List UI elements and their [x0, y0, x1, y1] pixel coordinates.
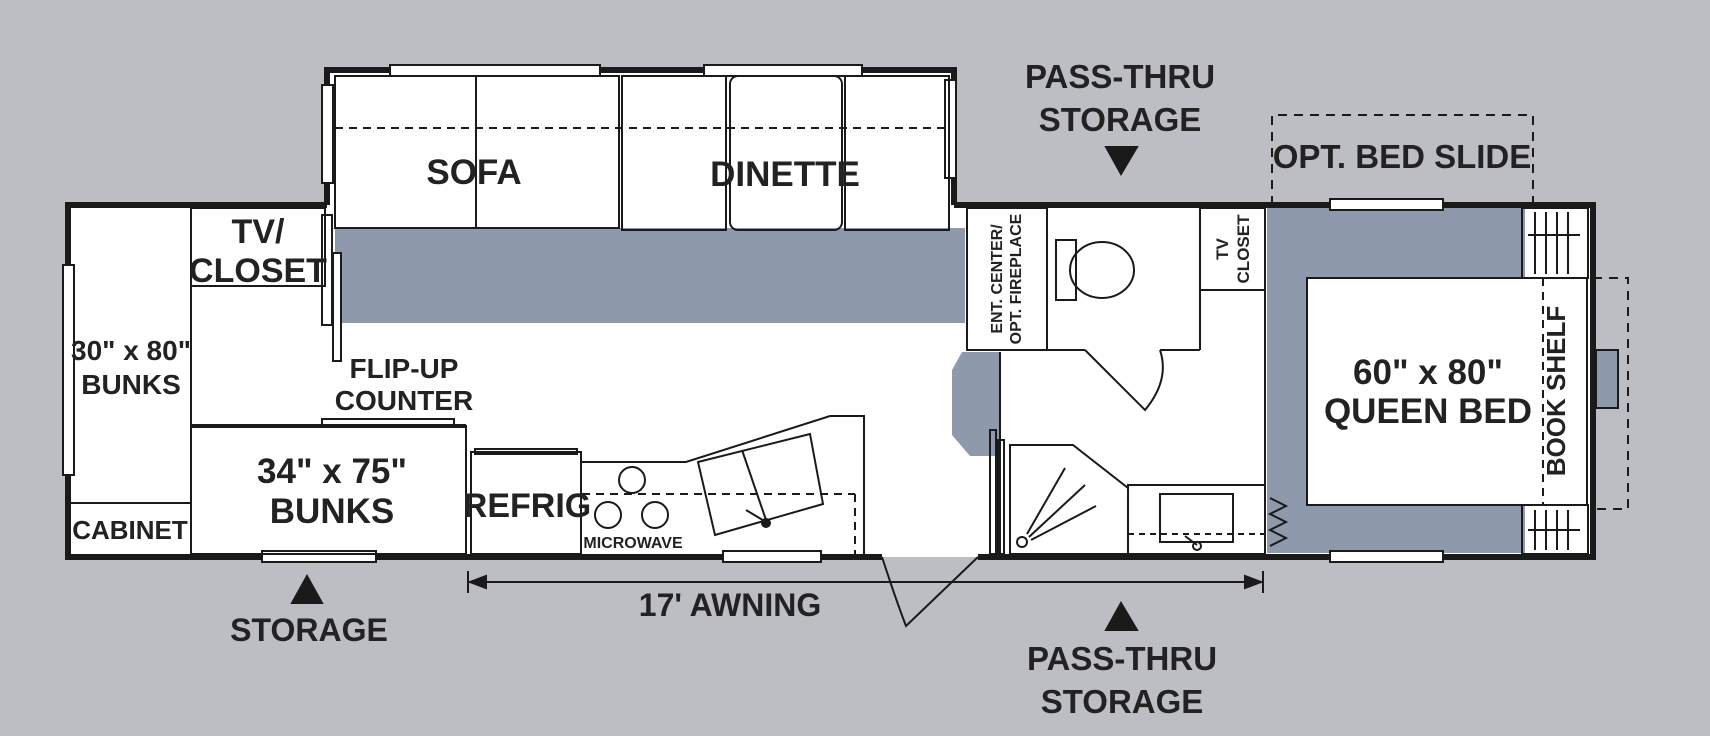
- window: [703, 64, 863, 77]
- stove-burner: [641, 501, 669, 529]
- kitchen-sink: [696, 432, 825, 537]
- shower-spray: [1026, 467, 1066, 535]
- pass-thru-bottom-arrow-icon: [1104, 600, 1139, 631]
- storage-arrow-icon: [290, 573, 324, 604]
- shower-spray: [1028, 484, 1086, 538]
- queen-bed: [1306, 277, 1588, 506]
- shower-door: [989, 429, 997, 555]
- storage-label: STORAGE: [230, 612, 388, 648]
- dinette-seat: [844, 75, 950, 231]
- flip-up-counter-label: COUNTER: [335, 385, 473, 416]
- window: [722, 550, 822, 563]
- windows: [62, 64, 1444, 563]
- tv-closet-label: TV/: [232, 213, 285, 251]
- sofa-label: SOFA: [426, 153, 521, 192]
- hitch-box: [1595, 349, 1619, 409]
- carpet-areas: [335, 208, 1525, 553]
- dinette-label: DINETTE: [710, 155, 860, 194]
- heater-vent: [1267, 497, 1289, 547]
- tv-closet-rear-label: CLOSET: [1234, 214, 1253, 284]
- window: [389, 64, 601, 77]
- pass-thru-top-label: STORAGE: [1039, 101, 1202, 138]
- ent-center-label: ENT. CENTER/: [989, 224, 1006, 334]
- bunks-30x80-label: BUNKS: [81, 369, 181, 400]
- wardrobe-bottom: [1521, 504, 1589, 555]
- opt-rear-slide-outline: [1593, 277, 1629, 510]
- queen-bed-label: QUEEN BED: [1324, 392, 1532, 431]
- sink-divider: [741, 449, 767, 521]
- refrigerator: [470, 451, 582, 555]
- ent-center-label: OPT. FIREPLACE: [1008, 213, 1025, 344]
- toilet-tank: [1055, 239, 1077, 301]
- bath-door: [1084, 349, 1164, 412]
- book-shelf-label: BOOK SHELF: [1541, 306, 1571, 476]
- dinette-table: [729, 75, 843, 231]
- bunks-34x75-label: 34" x 75": [257, 452, 407, 491]
- queen-bed-label: 60" x 80": [1353, 353, 1503, 392]
- wardrobe-top: [1521, 207, 1589, 279]
- pass-thru-bottom-label: STORAGE: [1041, 683, 1204, 720]
- awning-label: 17' AWNING: [639, 587, 821, 623]
- kitchen-counter: [582, 415, 865, 554]
- toilet-bowl: [1069, 241, 1135, 299]
- bunks-30x80-label: 30" x 80": [71, 335, 191, 366]
- window: [321, 84, 334, 184]
- refrig-label: REFRIG: [463, 487, 591, 525]
- awning-arrow-left-icon: [467, 574, 487, 590]
- vanity: [1127, 484, 1266, 555]
- window: [1329, 198, 1444, 211]
- arrows: [290, 146, 1264, 631]
- window: [62, 264, 75, 476]
- window: [944, 79, 957, 179]
- tv-closet-label: CLOSET: [189, 252, 327, 290]
- shower-door: [997, 439, 1005, 555]
- refrig-top: [474, 448, 578, 455]
- interior-lines: [68, 75, 1629, 628]
- microwave-label: MICROWAVE: [583, 535, 683, 552]
- slide-out-floor: [327, 70, 954, 208]
- entry-carpet: [952, 352, 1000, 456]
- flip-up-counter: [321, 418, 455, 426]
- pass-thru-top-arrow-icon: [1104, 146, 1139, 177]
- awning-arrow-right-icon: [1244, 574, 1264, 590]
- stove-burner: [618, 466, 646, 494]
- ent-center: [966, 207, 1048, 351]
- living-carpet: [335, 228, 965, 323]
- faucet: [761, 518, 771, 528]
- pass-thru-bottom-label: PASS-THRU: [1027, 640, 1217, 677]
- cabinet-label: CABINET: [72, 515, 188, 545]
- tv-closet-rear-label: TV: [1213, 237, 1232, 259]
- bunks-34x75-label: BUNKS: [270, 492, 394, 531]
- flip-up-counter-label: FLIP-UP: [350, 353, 459, 384]
- entry-door: [881, 556, 979, 628]
- labels: PASS-THRU STORAGE OPT. BED SLIDE SOFA DI…: [71, 58, 1571, 720]
- pass-thru-top-label: PASS-THRU: [1025, 58, 1215, 95]
- shower-spray: [1030, 505, 1097, 541]
- shower-drain: [1016, 536, 1028, 548]
- window: [1329, 550, 1444, 563]
- window: [332, 252, 342, 362]
- opt-bed-slide-label: OPT. BED SLIDE: [1273, 138, 1532, 175]
- dinette-seat: [621, 75, 727, 231]
- tv-closet: [190, 207, 326, 287]
- faucet: [1192, 541, 1202, 551]
- stove-burner: [594, 501, 622, 529]
- window: [261, 550, 377, 563]
